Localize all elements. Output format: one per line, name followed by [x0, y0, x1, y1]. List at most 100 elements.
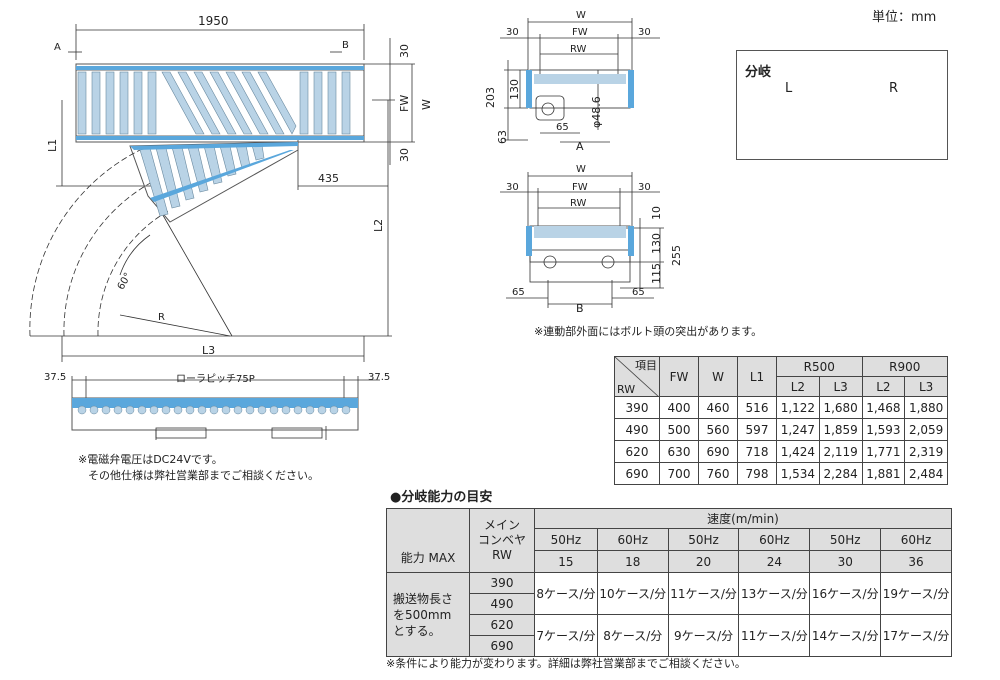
main-conv-line-3: RW [492, 548, 512, 562]
va-d65: 65 [556, 122, 569, 133]
va-w: W [576, 10, 586, 21]
table-row: 620 630 690 718 1,424 2,119 1,771 2,319 [614, 440, 948, 463]
hz-cell: 60Hz [596, 528, 669, 551]
va-h63: 63 [496, 130, 509, 144]
spec-cell: 500 [659, 418, 699, 441]
cap-cell: 19ケース/分 [880, 572, 952, 615]
dim-b: B [342, 40, 349, 51]
spec-r500-header: R500 [776, 356, 863, 377]
vb-fw: FW [572, 182, 588, 193]
capacity-table: 能力 MAX メイン コンベヤ RW 速度(m/min) 50Hz 60Hz 5… [386, 508, 952, 657]
spec-cell: 620 [614, 440, 660, 463]
spec-cell: 690 [614, 462, 660, 485]
spec-cell: 597 [737, 418, 777, 441]
va-fw: FW [572, 27, 588, 38]
cap-cell: 17ケース/分 [880, 614, 952, 657]
note-capacity: ※条件により能力が変わります。詳細は弊社営業部までご相談ください。 [386, 657, 746, 670]
speed-cell: 20 [667, 550, 740, 573]
cap-cell: 13ケース/分 [738, 572, 811, 615]
vb-right-65: 65 [632, 287, 645, 298]
spec-item-header: 項目 [635, 359, 657, 372]
capacity-title: ●分岐能力の目安 [390, 490, 493, 505]
speed-cell: 15 [534, 550, 598, 573]
cap-cell: 7ケース/分 [534, 614, 598, 657]
dim-bottom-30: 30 [398, 148, 411, 162]
desc-line-1: 搬送物長さ [393, 591, 454, 606]
spec-cell: 630 [659, 440, 699, 463]
bunki-right-label: R [889, 81, 899, 96]
hz-cell: 50Hz [809, 528, 882, 551]
spec-cell: 1,247 [776, 418, 820, 441]
spec-cell: 460 [698, 396, 738, 419]
cap-cell: 16ケース/分 [809, 572, 882, 615]
spec-cell: 2,484 [904, 462, 948, 485]
spec-cell: 1,680 [818, 396, 863, 419]
dim-r: R [158, 312, 165, 323]
main-conv-line-1: メイン [483, 518, 520, 532]
spec-cell: 1,859 [818, 418, 863, 441]
table-row: 690 700 760 798 1,534 2,284 1,881 2,484 [614, 462, 948, 485]
spec-cell: 400 [659, 396, 699, 419]
vb-h130: 130 [650, 233, 663, 254]
bunki-title: 分岐 [745, 65, 772, 80]
spec-r900-l2-header: L2 [861, 376, 906, 397]
va-rw: RW [570, 44, 587, 55]
spec-w-header: W [698, 356, 738, 397]
dim-l3: L3 [202, 344, 216, 357]
vb-label: B [576, 302, 584, 315]
spec-fw-header: FW [659, 356, 699, 397]
vb-h255: 255 [670, 245, 683, 266]
spec-r900-l3-header: L3 [904, 376, 948, 397]
cap-cell: 11ケース/分 [738, 614, 811, 657]
dim-top-30: 30 [398, 44, 411, 58]
dim-435: 435 [318, 172, 339, 185]
dim-l2: L2 [372, 218, 385, 232]
table-row: 390 400 460 516 1,122 1,680 1,468 1,880 [614, 396, 948, 419]
cap-cell: 9ケース/分 [667, 614, 740, 657]
spec-cell: 1,881 [861, 462, 906, 485]
rw-cell: 690 [469, 635, 535, 657]
spec-cell: 390 [614, 396, 660, 419]
spec-cell: 1,122 [776, 396, 820, 419]
spec-cell: 1,880 [904, 396, 948, 419]
spec-cell: 690 [698, 440, 738, 463]
vb-w: W [576, 164, 586, 175]
hz-cell: 60Hz [880, 528, 952, 551]
va-dia: φ48.6 [590, 96, 603, 128]
spec-cell: 1,468 [861, 396, 906, 419]
cap-cell: 10ケース/分 [596, 572, 669, 615]
cap-cell: 11ケース/分 [667, 572, 740, 615]
spec-r900-header: R900 [861, 356, 948, 377]
rw-cell: 620 [469, 614, 535, 636]
main-conveyor-header: メイン コンベヤ RW [469, 508, 535, 573]
cap-max-header: 能力 MAX [386, 508, 470, 573]
side-right-37: 37.5 [368, 372, 391, 383]
main-conv-line-2: コンベヤ [477, 533, 526, 547]
desc-line-2: を500mm [393, 607, 452, 622]
spec-cell: 2,319 [904, 440, 948, 463]
spec-corner: 項目 RW [614, 356, 660, 397]
va-label: A [576, 140, 584, 153]
va-h130: 130 [508, 79, 521, 100]
hz-cell: 50Hz [667, 528, 740, 551]
note-solenoid-1: ※電磁弁電圧はDC24Vです。 [78, 453, 223, 466]
desc-line-3: とする。 [393, 623, 441, 638]
spec-r500-l2-header: L2 [776, 376, 820, 397]
vb-rw: RW [570, 198, 587, 209]
vb-left-65: 65 [512, 287, 525, 298]
vb-h10: 10 [650, 206, 663, 220]
spec-cell: 718 [737, 440, 777, 463]
cap-description: 搬送物長さ を500mm とする。 [386, 572, 470, 657]
cap-cell: 8ケース/分 [534, 572, 598, 615]
spec-table: 項目 RW FW W L1 R500 R900 L2 L3 L2 L3 390 … [614, 356, 948, 485]
spec-cell: 516 [737, 396, 777, 419]
spec-r500-l3-header: L3 [818, 376, 863, 397]
rw-cell: 390 [469, 572, 535, 594]
spec-cell: 2,119 [818, 440, 863, 463]
note-solenoid-2: その他仕様は弊社営業部までご相談ください。 [88, 469, 319, 482]
va-right-30: 30 [638, 27, 651, 38]
spec-cell: 798 [737, 462, 777, 485]
note-bolt: ※連動部外面にはボルト頭の突出があります。 [534, 325, 763, 338]
spec-cell: 1,771 [861, 440, 906, 463]
unit-label: 単位：mm [872, 10, 937, 25]
